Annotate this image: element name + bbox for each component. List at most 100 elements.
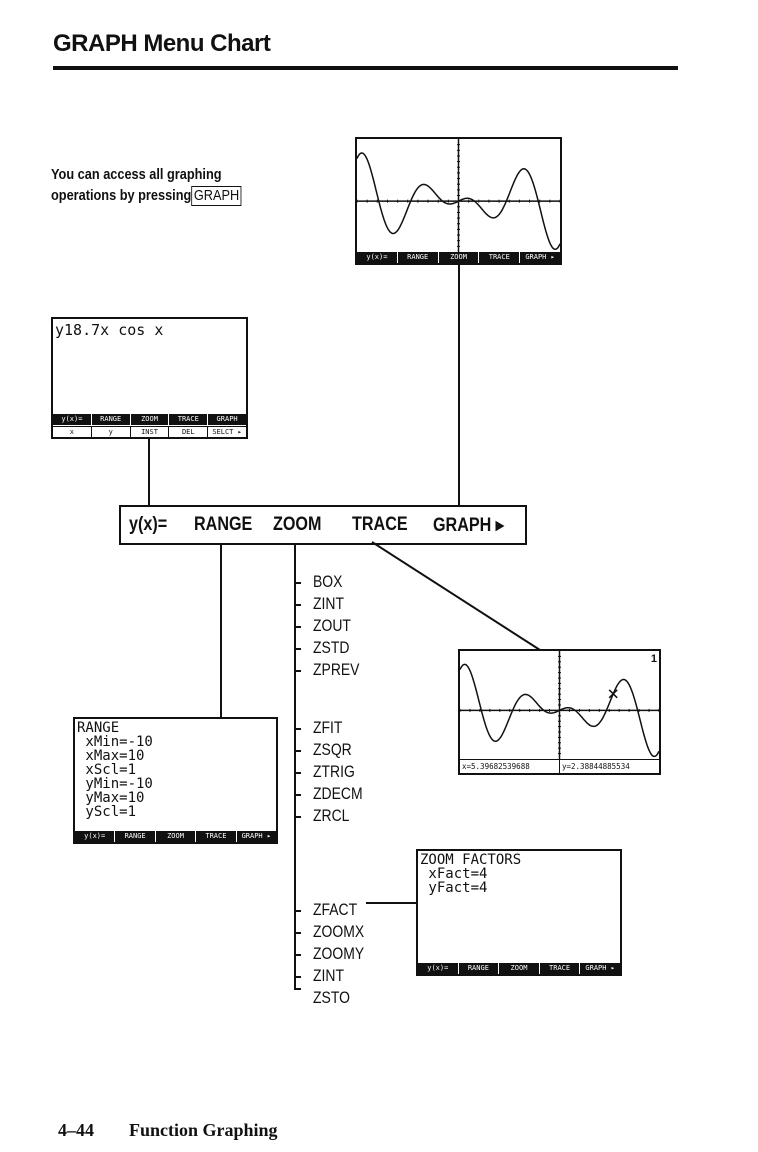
zoom-zsqr[interactable]: ZSQR [313,740,352,759]
range-yscl: yScl=1 [77,804,137,820]
range-softkeys: y(x)= RANGE ZOOM TRACE GRAPH ▸ [75,831,276,842]
zoom-zoomy[interactable]: ZOOMY [313,944,365,963]
graph-softkeys: y(x)= RANGE ZOOM TRACE GRAPH ▸ [357,252,560,263]
trace-screen: 1 x=5.39682539688 y=2.38844885534 [458,649,661,775]
zoom-tick [294,954,301,956]
trace-y-readout: y=2.38844885534 [562,762,630,771]
trace-corner-number: 1 [650,653,657,665]
range-screen: RANGE xMin=-10 xMax=10 xScl=1 yMin=-10 y… [73,717,278,844]
softkey-yx[interactable]: y(x)= [366,253,388,261]
softkey-graph[interactable]: GRAPH ▸ [519,252,560,263]
softkey-range[interactable]: RANGE [114,831,154,842]
title-rule [53,66,678,70]
softkey-trace[interactable]: TRACE [195,831,235,842]
zoom-ztrig[interactable]: ZTRIG [313,762,355,781]
softkey-y[interactable]: y [90,427,130,437]
menu-item-trace[interactable]: TRACE [352,514,408,535]
softkey-trace[interactable]: TRACE [478,252,519,263]
trace-x-readout: x=5.39682539688 [460,760,560,773]
trace-readout: x=5.39682539688 y=2.38844885534 [460,759,659,773]
zoom-tick [294,988,301,990]
menu-item-zoom[interactable]: ZOOM [273,514,322,535]
softkey-graph[interactable]: GRAPH [207,414,246,425]
softkey-range[interactable]: RANGE [396,252,438,263]
softkey-zoom[interactable]: ZOOM [498,963,539,974]
softkey-trace[interactable]: TRACE [538,963,580,974]
zoom-zfit[interactable]: ZFIT [313,718,343,737]
intro-line-1: You can access all graphing [51,166,222,183]
connector-graph-screen [458,263,460,505]
zoom-zout[interactable]: ZOUT [313,616,351,635]
menu-item-graph[interactable]: GRAPH ▸ [433,514,504,536]
zoom-tick [294,976,301,978]
page-title: GRAPH Menu Chart [53,30,271,57]
softkey-inst[interactable]: INST [129,427,169,437]
zoom-zfact[interactable]: ZFACT [313,900,358,919]
zoom-factors-xfact: xFact=4 [420,866,488,882]
menu-item-yx[interactable]: y(x)= [129,514,168,535]
footer-section: Function Graphing [129,1120,278,1140]
softkey-graph[interactable]: GRAPH ▸ [579,963,620,974]
softkey-zoom[interactable]: ZOOM [129,414,169,425]
connector-trace-screen [371,541,541,651]
softkey-selct[interactable]: SELCT ▸ [207,427,246,437]
zoom-factors-softkeys: y(x)= RANGE ZOOM TRACE GRAPH ▸ [418,963,620,974]
softkey-yx[interactable]: y(x)= [427,964,449,972]
softkey-range[interactable]: RANGE [457,963,499,974]
softkey-yx[interactable]: y(x)= [84,832,106,840]
curve-line [460,663,659,758]
equation-screen: y18.7x cos x y(x)= RANGE ZOOM TRACE GRAP… [51,317,248,439]
zoom-zrcl[interactable]: ZRCL [313,806,350,825]
softkey-yx[interactable]: y(x)= [61,415,83,423]
zoom-zsto[interactable]: ZSTO [313,988,350,1007]
zoom-zprev[interactable]: ZPREV [313,660,360,679]
zoom-zint[interactable]: ZINT [313,594,344,613]
zoom-factors-title: ZOOM FACTORS [420,852,522,868]
softkey-zoom[interactable]: ZOOM [437,252,479,263]
zoom-tick [294,626,301,628]
page-footer: 4–44 Function Graphing [58,1120,278,1141]
graph-key[interactable]: GRAPH [191,186,242,206]
menu-item-range[interactable]: RANGE [194,514,253,535]
connector-zfact [366,902,418,904]
range-xmax: xMax=10 [77,748,145,764]
range-xmin: xMin=-10 [77,734,153,750]
zoom-factors-screen: ZOOM FACTORS xFact=4 yFact=4 y(x)= RANGE… [416,849,622,976]
intro-line-2-text: operations by pressing [51,187,192,204]
range-line: RANGE [77,720,120,736]
footer-page-number: 4–44 [58,1120,94,1140]
trace-cursor [608,689,618,699]
softkey-range[interactable]: RANGE [90,414,130,425]
zoom-zdecm[interactable]: ZDECM [313,784,363,803]
range-xscl: xScl=1 [77,762,137,778]
softkey-x[interactable]: x [69,428,74,436]
softkey-trace[interactable]: TRACE [168,414,207,425]
zoom-tick [294,772,301,774]
zoom-tick [294,728,301,730]
zoom-zstd[interactable]: ZSTD [313,638,350,657]
graph-menu-bar: y(x)= RANGE ZOOM TRACE GRAPH ▸ [119,505,527,545]
range-ymin: yMin=-10 [77,776,153,792]
softkey-graph[interactable]: GRAPH ▸ [235,831,276,842]
zoom-tick [294,670,301,672]
zoom-box[interactable]: BOX [313,572,343,591]
trace-plot [460,651,659,759]
zoom-zoomx[interactable]: ZOOMX [313,922,365,941]
connector-zoom-menu [294,543,296,990]
graph-plot [357,139,560,252]
zoom-zint-2[interactable]: ZINT [313,966,344,985]
graph-screen: y(x)= RANGE ZOOM TRACE GRAPH ▸ [355,137,562,265]
zoom-tick [294,582,301,584]
connector-equation-screen [148,437,150,505]
zoom-tick [294,794,301,796]
zoom-tick [294,604,301,606]
softkey-del[interactable]: DEL [168,427,207,437]
zoom-tick [294,910,301,912]
zoom-factors-yfact: yFact=4 [420,880,488,896]
equation-text: y18.7x cos x [55,321,164,339]
intro-text: You can access all graphing operations b… [51,164,242,206]
curve-line [357,152,560,251]
zoom-tick [294,932,301,934]
softkey-zoom[interactable]: ZOOM [154,831,195,842]
